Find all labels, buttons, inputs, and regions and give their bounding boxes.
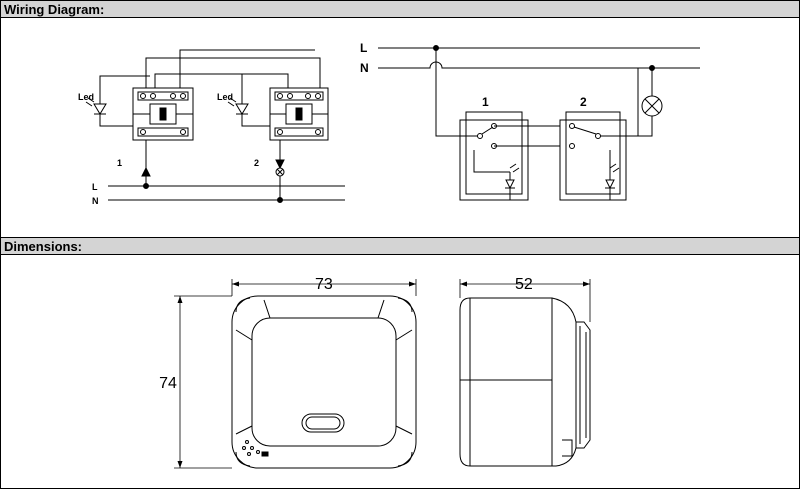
schematic-switch-1-number: 1	[482, 95, 489, 109]
led-1-symbol	[85, 88, 133, 127]
right-schematic-diagram	[378, 45, 700, 201]
switch-1-number: 1	[117, 158, 122, 168]
led-2-symbol	[227, 88, 270, 127]
led-2-label: Led	[217, 92, 233, 102]
left-line-n-label: N	[92, 196, 99, 206]
right-line-n-label: N	[360, 61, 369, 75]
wiring-diagram-header: Wiring Diagram:	[1, 1, 799, 18]
lamp-symbol	[626, 68, 663, 137]
left-line-l-label: L	[92, 182, 98, 192]
dimension-arrows	[177, 281, 590, 468]
side-view-drawing	[459, 297, 591, 467]
switch-2-schematic	[559, 68, 639, 201]
front-height-dimension-line	[174, 295, 232, 469]
right-line-l-label: L	[360, 41, 367, 55]
switch-2-number: 2	[254, 158, 259, 168]
front-width-dimension-line	[231, 279, 417, 296]
led-1-label: Led	[78, 92, 94, 102]
schematic-switch-2-number: 2	[580, 95, 587, 109]
switch-1-schematic	[459, 111, 560, 201]
switch-2-mechanism	[269, 87, 329, 141]
front-width-value: 73	[315, 276, 333, 293]
left-wiring-diagram	[85, 49, 345, 203]
front-height-value: 74	[159, 375, 177, 392]
switch-1-mechanism	[132, 87, 194, 141]
side-depth-value: 52	[515, 276, 533, 293]
front-view-drawing	[231, 295, 417, 469]
side-depth-dimension-line	[459, 279, 591, 322]
dimensions-header: Dimensions:	[1, 237, 799, 255]
